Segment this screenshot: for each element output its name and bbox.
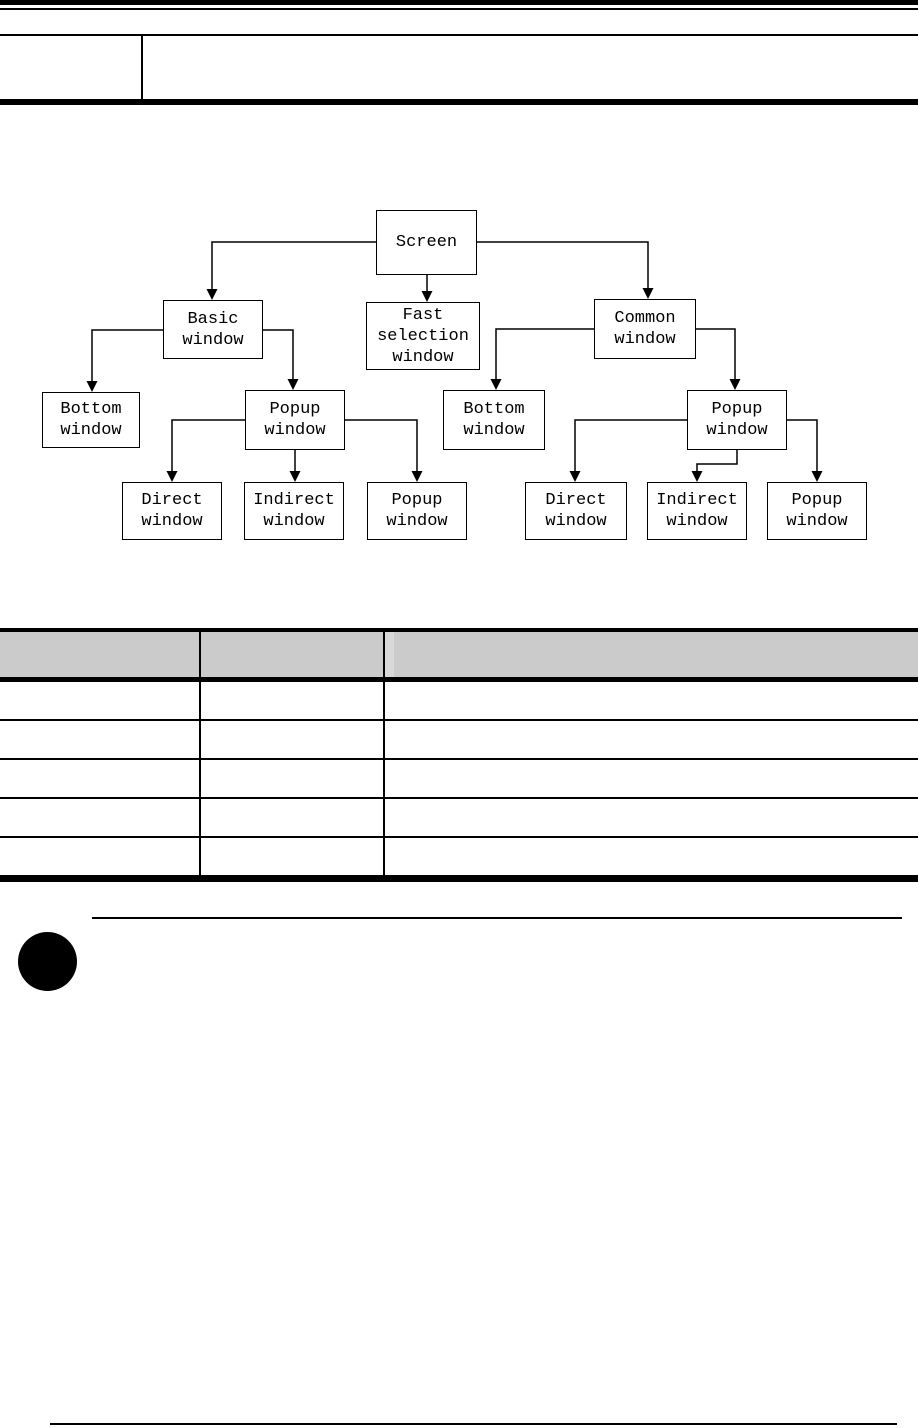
connector-lines <box>91 241 818 472</box>
table-header-cell <box>385 632 918 677</box>
node-bottom-window-common: Bottom window <box>443 390 545 450</box>
table-cell <box>201 721 385 758</box>
node-popup-window-common-child: Popup window <box>767 482 867 540</box>
table-cell <box>201 682 385 719</box>
top-rule-thin <box>0 8 918 10</box>
table-cell <box>385 760 918 797</box>
table-cell <box>385 799 918 836</box>
node-indirect-window-common: Indirect window <box>647 482 747 540</box>
table-header-cell <box>0 632 201 677</box>
spec-table <box>0 628 918 882</box>
diagram-connectors <box>86 241 823 482</box>
page-header-band <box>0 34 918 105</box>
table-row <box>0 760 918 799</box>
note-divider <box>92 917 902 919</box>
header-cell-left <box>0 36 143 99</box>
note-bullet-icon <box>18 932 77 991</box>
table-cell <box>0 682 201 719</box>
table-cell <box>0 760 201 797</box>
table-row <box>0 682 918 721</box>
node-bottom-window-basic: Bottom window <box>42 392 140 448</box>
table-cell <box>385 721 918 758</box>
table-cell <box>385 682 918 719</box>
node-direct-window-basic: Direct window <box>122 482 222 540</box>
node-basic-window: Basic window <box>163 300 263 359</box>
table-cell <box>0 838 201 875</box>
table-header-cell <box>201 632 385 677</box>
node-popup-window-common: Popup window <box>687 390 787 450</box>
table-row <box>0 799 918 838</box>
arrowhead-icons <box>86 288 823 482</box>
table-cell <box>201 838 385 875</box>
table-header-row <box>0 632 918 682</box>
node-popup-window-basic-child: Popup window <box>367 482 467 540</box>
table-cell <box>0 799 201 836</box>
footer-divider <box>50 1423 897 1425</box>
node-common-window: Common window <box>594 299 696 359</box>
node-indirect-window-basic: Indirect window <box>244 482 344 540</box>
table-cell <box>201 799 385 836</box>
table-cell <box>0 721 201 758</box>
table-cell <box>385 838 918 875</box>
top-rule-thick <box>0 0 918 5</box>
node-fast-selection-window: Fast selection window <box>366 302 480 370</box>
window-hierarchy-diagram: Screen Basic window Fast selection windo… <box>0 0 918 600</box>
node-screen: Screen <box>376 210 477 275</box>
node-popup-window-basic: Popup window <box>245 390 345 450</box>
table-cell <box>201 760 385 797</box>
node-direct-window-common: Direct window <box>525 482 627 540</box>
table-row <box>0 721 918 760</box>
table-row <box>0 838 918 882</box>
